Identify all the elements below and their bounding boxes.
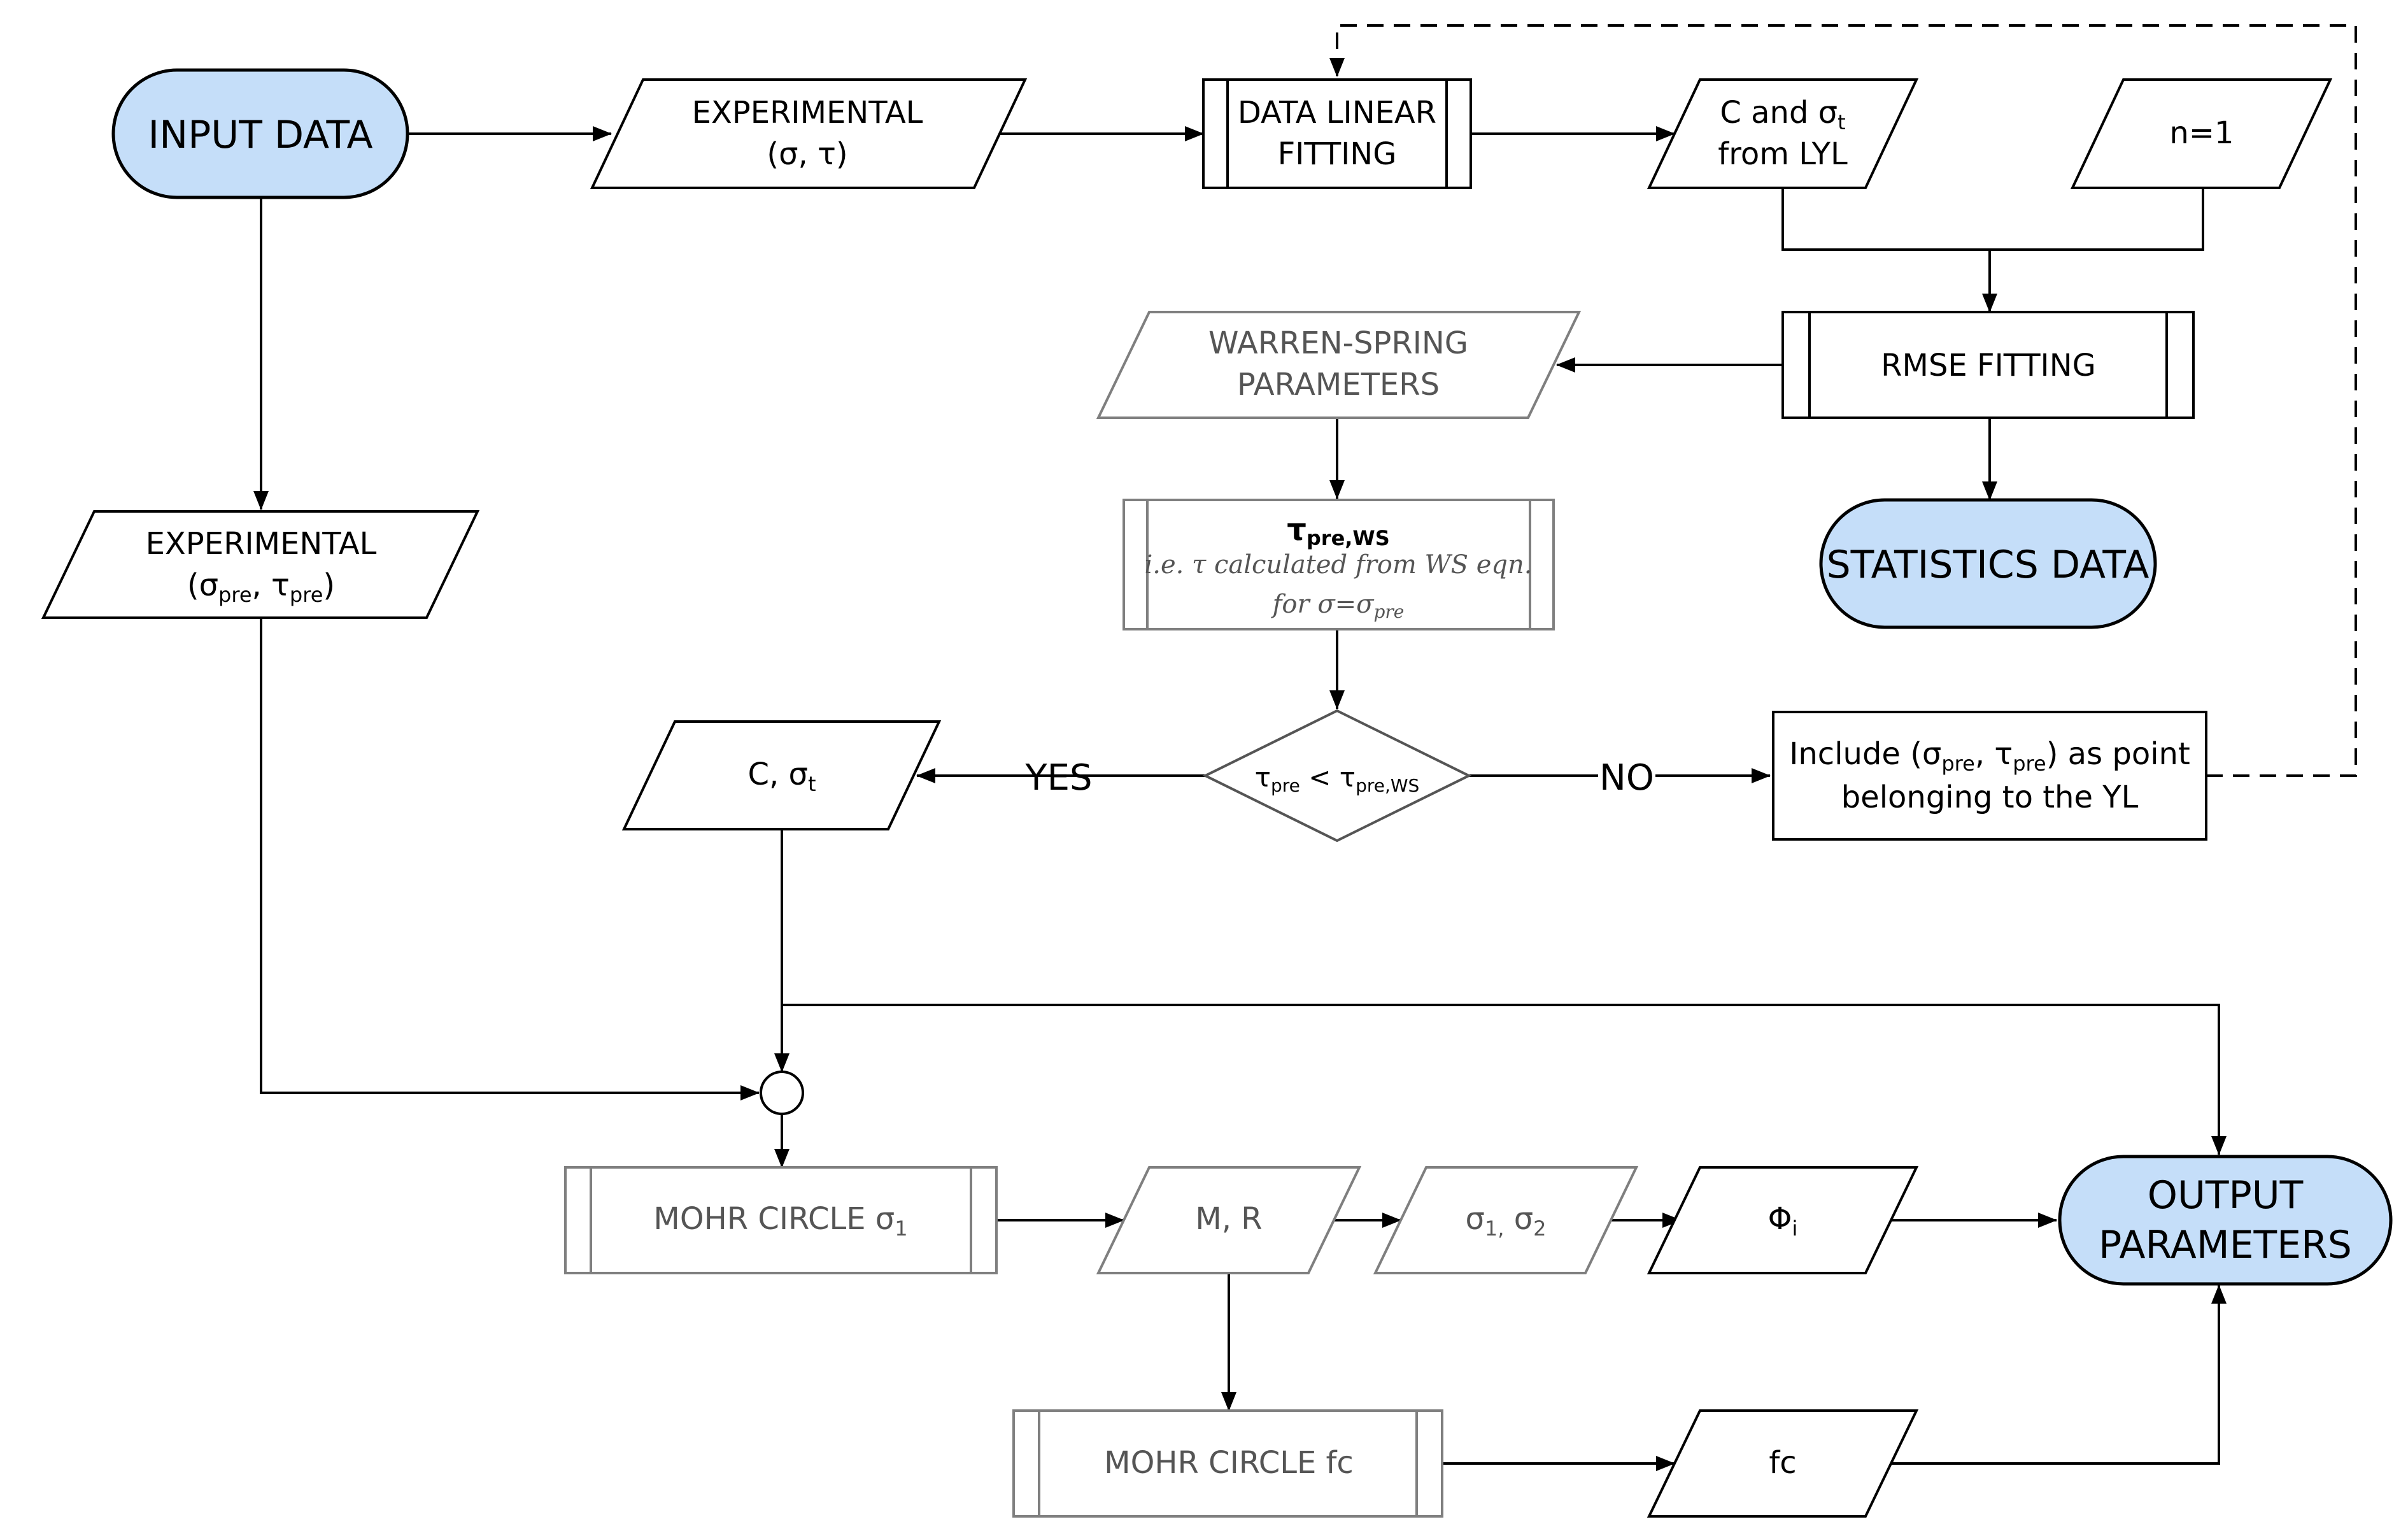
edge-label-yes: YES <box>1024 757 1092 799</box>
tau-pre-ws-label: τpre,WS <box>1287 512 1390 550</box>
include-point-label-2: belonging to the YL <box>1841 780 2139 815</box>
node-c-sigma-t: C, σt <box>621 720 942 830</box>
edge-fc-to-output <box>1885 1285 2227 1465</box>
node-rmse-fitting: RMSE FITTING <box>1781 311 2195 419</box>
rmse-fitting-label: RMSE FITTING <box>1881 348 2096 383</box>
node-m-r: M, R <box>1096 1166 1362 1274</box>
node-statistics-data: STATISTICS DATA <box>1819 498 2157 629</box>
node-n-equals-1: n=1 <box>2070 78 2333 189</box>
edge-feedback-loop <box>1329 24 2357 777</box>
mohr-sigma1-label: MOHR CIRCLE σ1 <box>653 1201 907 1241</box>
node-experimental-pre: EXPERIMENTAL (σpre, τpre) <box>41 510 480 619</box>
input-data-label: INPUT DATA <box>148 113 373 157</box>
c-sigma-lyl-label-1: C and σt <box>1720 95 1845 134</box>
sigma12-label: σ1, σ2 <box>1466 1201 1547 1241</box>
node-mohr-circle-sigma1: MOHR CIRCLE σ1 <box>564 1166 998 1274</box>
decision-label: τpre < τpre,WS <box>1255 762 1420 796</box>
connectors <box>253 24 2357 1471</box>
node-decision: τpre < τpre,WS <box>1202 709 1472 843</box>
include-point-label-1: Include (σpre, τpre) as point <box>1789 736 2190 776</box>
linear-fitting-label-2: FITTING <box>1278 136 1397 172</box>
experimental-label-1: EXPERIMENTAL <box>692 95 923 131</box>
c-sigma-t-label: C, σt <box>748 757 816 796</box>
edge-c-sigma-t-to-output <box>782 1004 2227 1155</box>
edge-c-sigma-to-merge <box>1781 188 2204 251</box>
phi-i-label: Φi <box>1768 1201 1798 1241</box>
node-data-linear-fitting: DATA LINEAR FITTING <box>1202 78 1472 189</box>
edge-experimental-2-to-junction <box>260 618 760 1100</box>
m-r-label: M, R <box>1195 1201 1262 1237</box>
output-parameters-label-2: PARAMETERS <box>2099 1223 2352 1267</box>
n-equals-1-label: n=1 <box>2169 115 2234 151</box>
node-sigma1-sigma2: σ1, σ2 <box>1373 1166 1639 1274</box>
node-warren-spring-parameters: WARREN-SPRING PARAMETERS <box>1096 311 1582 419</box>
output-parameters-label-1: OUTPUT <box>2148 1173 2304 1218</box>
node-input-data: INPUT DATA <box>111 68 409 199</box>
statistics-data-label: STATISTICS DATA <box>1827 543 2149 587</box>
node-tau-pre-ws: τpre,WS i.e. τ calculated from WS eqn. f… <box>1123 499 1555 630</box>
node-c-sigma-from-lyl: C and σt from LYL <box>1647 78 1919 189</box>
tau-pre-ws-description: i.e. τ calculated from WS eqn. <box>1144 550 1532 580</box>
warren-spring-label-1: WARREN-SPRING <box>1208 325 1468 361</box>
experimental-label-2: (σ, τ) <box>767 136 847 172</box>
experimental-pre-label-2: (σpre, τpre) <box>187 567 335 607</box>
node-include-point: Include (σpre, τpre) as point belonging … <box>1772 711 2207 841</box>
mohr-fc-label: MOHR CIRCLE fc <box>1104 1445 1354 1481</box>
warren-spring-label-2: PARAMETERS <box>1237 367 1440 402</box>
node-mohr-circle-fc: MOHR CIRCLE fc <box>1012 1409 1443 1518</box>
fc-label: fc <box>1769 1445 1796 1481</box>
experimental-pre-label-1: EXPERIMENTAL <box>146 526 377 562</box>
c-sigma-lyl-label-2: from LYL <box>1718 136 1848 172</box>
edge-label-no: NO <box>1599 757 1654 799</box>
tau-pre-ws-condition: for σ=σpre <box>1271 590 1405 622</box>
node-fc: fc <box>1647 1409 1919 1518</box>
node-phi-i: Φi <box>1647 1166 1919 1274</box>
node-experimental: EXPERIMENTAL (σ, τ) <box>590 78 1028 189</box>
linear-fitting-label-1: DATA LINEAR <box>1238 95 1436 131</box>
node-output-parameters: OUTPUT PARAMETERS <box>2058 1155 2393 1286</box>
junction <box>760 1071 804 1115</box>
